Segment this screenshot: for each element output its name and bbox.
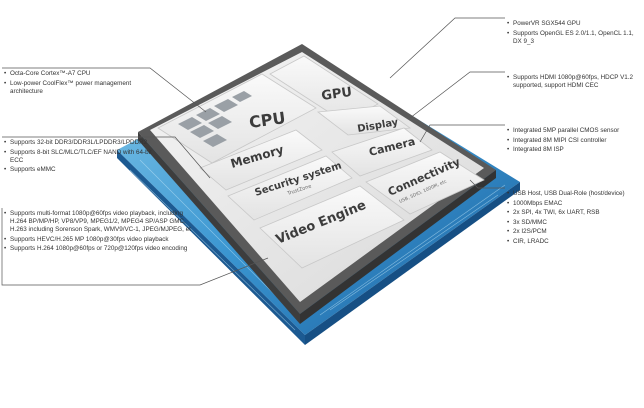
camera-note-2: Integrated 8M MIPI CSI controller: [507, 137, 641, 145]
memory-note: Supports 32-bit DDR3/DDR3L/LPDDR3/LPDDR2…: [4, 139, 162, 176]
display-leader: [409, 71, 505, 119]
memory-note-3: Supports eMMC: [4, 166, 162, 174]
memory-leader: [2, 136, 211, 179]
display-block: [316, 105, 412, 136]
connectivity-note-3: 2x SPI, 4x TWI, 6x UART, RSB: [507, 209, 641, 217]
connectivity-note-6: CIR, LRADC: [507, 238, 641, 246]
memory-block: [199, 129, 323, 191]
connectivity-note-1: USB Host, USB Dual-Role (host/device): [507, 190, 641, 198]
connectivity-note-2: 1000Mbps EMAC: [507, 200, 641, 208]
video-block: [259, 185, 405, 269]
pcb-edge-right: [305, 182, 520, 345]
camera-note-1: Integrated 5MP parallel CMOS sensor: [507, 127, 641, 135]
connectivity-note-4: 3x SD/MMC: [507, 219, 641, 227]
connectivity-note-5: 2x I2S/PCM: [507, 228, 641, 236]
gpu-note: PowerVR SGX544 GPU Supports OpenGL ES 2.…: [507, 20, 641, 47]
camera-note: Integrated 5MP parallel CMOS sensor Inte…: [507, 127, 641, 156]
camera-block: [331, 127, 433, 177]
memory-note-2: Supports 8-bit SLC/MLC/TLC/EF NAND with …: [4, 149, 162, 165]
security-block: [227, 155, 353, 221]
gpu-block: [269, 55, 379, 123]
cpu-note: Octa-Core Cortex™-A7 CPU Low-power CoolF…: [4, 70, 154, 97]
connectivity-note: USB Host, USB Dual-Role (host/device) 10…: [507, 190, 641, 247]
gpu-label: GPU: [320, 85, 353, 104]
cpu-block: [157, 73, 317, 164]
cpu-cores: [178, 91, 252, 147]
gpu-leader: [389, 17, 505, 79]
chip-side-left: [138, 132, 300, 324]
camera-note-3: Integrated 8M ISP: [507, 146, 641, 154]
chip-side-right: [300, 170, 496, 324]
cpu-label: CPU: [248, 108, 287, 132]
cpu-leader: [2, 67, 207, 113]
memory-note-1: Supports 32-bit DDR3/DDR3L/LPDDR3/LPDDR2: [4, 139, 162, 147]
video-note-3: Supports H.264 1080p@60fps or 720p@120fp…: [4, 245, 199, 253]
leader-lines: [1, 17, 505, 286]
connectivity-leader: [469, 179, 505, 189]
cpu-note-1: Octa-Core Cortex™-A7 CPU: [4, 70, 154, 78]
video-note-2: Supports HEVC/H.265 MP 1080p@30fps video…: [4, 236, 199, 244]
connectivity-block: [365, 151, 485, 215]
gpu-note-2: Supports OpenGL ES 2.0/1.1, OpenCL 1.1, …: [507, 30, 641, 46]
display-note: Supports HDMI 1080p@60fps, HDCP V1.2 sup…: [507, 74, 641, 92]
gpu-note-1: PowerVR SGX544 GPU: [507, 20, 641, 28]
display-note-1: Supports HDMI 1080p@60fps, HDCP V1.2 sup…: [507, 74, 641, 90]
pcb-edge: [117, 150, 305, 345]
video-note-1: Supports multi-format 1080p@60fps video …: [4, 210, 199, 234]
video-leader: [1, 208, 269, 286]
camera-leader: [419, 124, 505, 143]
cpu-note-2: Low-power CoolFlex™ power management arc…: [4, 80, 154, 96]
video-note: Supports multi-format 1080p@60fps video …: [4, 210, 199, 255]
